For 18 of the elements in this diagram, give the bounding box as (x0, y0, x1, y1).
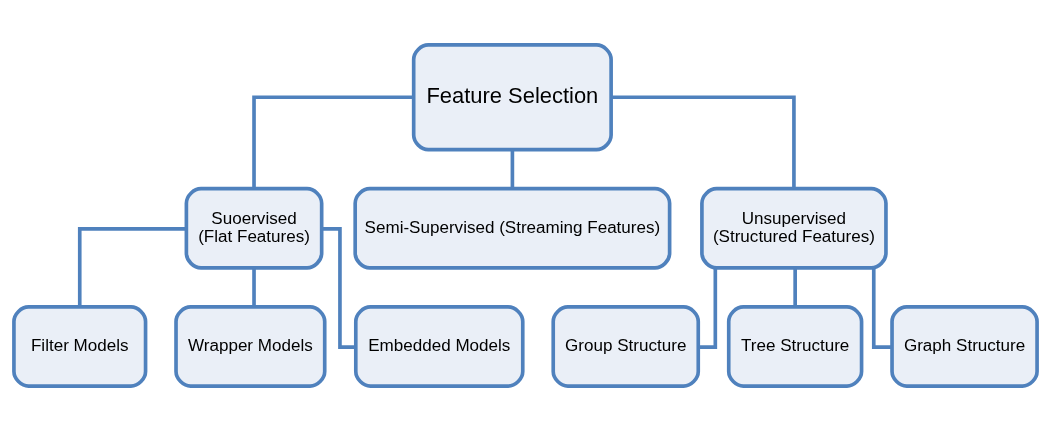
node-box: Graph Structure (890, 304, 1039, 388)
node-box: Group Structure (551, 304, 701, 388)
connector (252, 94, 414, 189)
connector (871, 267, 892, 349)
node-box: Embedded Models (353, 304, 525, 388)
connector (510, 149, 515, 189)
node-box: Feature Selection (411, 42, 613, 151)
node-box: Semi-Supervised (Streaming Features) (353, 186, 672, 270)
node-box: Suoervised (Flat Features) (184, 186, 324, 270)
node-box: Wrapper Models (174, 304, 327, 388)
node-box: Filter Models (12, 304, 148, 388)
node-box: Unsupervised (Structured Features) (700, 186, 888, 270)
connector (252, 267, 256, 307)
connector (698, 267, 718, 349)
node-box: Tree Structure (726, 304, 864, 388)
connector (793, 267, 797, 307)
connector (77, 226, 187, 307)
connector (611, 94, 796, 189)
